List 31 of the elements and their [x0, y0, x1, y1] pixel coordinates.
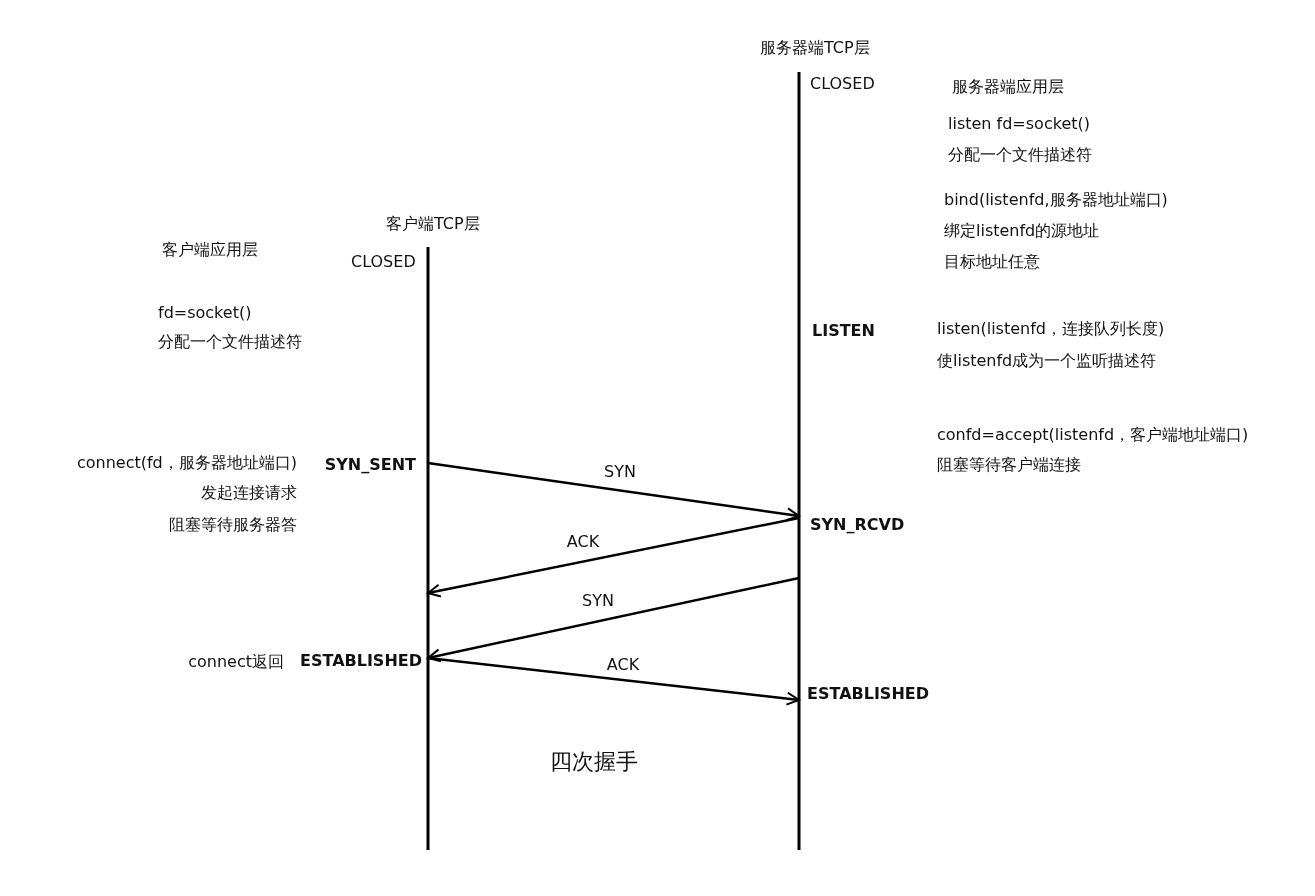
code-text: listen(listenfd，连接队列长度) — [937, 319, 1165, 339]
note-text: 分配一个文件描述符 — [948, 145, 1092, 165]
note-text: 阻塞等待客户端连接 — [937, 455, 1081, 475]
note-text: 分配一个文件描述符 — [158, 332, 302, 352]
code-text: fd=socket() — [158, 303, 252, 323]
arrow — [427, 461, 800, 522]
lifeline-title: 客户端TCP层 — [386, 214, 480, 234]
layer-title: 服务器端应用层 — [952, 77, 1064, 97]
note-text: 阻塞等待服务器答 — [169, 515, 297, 535]
arrow — [427, 576, 800, 663]
note-text: 绑定listenfd的源地址 — [944, 221, 1100, 241]
arrow — [427, 516, 800, 598]
state-label: CLOSED — [810, 74, 875, 94]
note-text: 发起连接请求 — [201, 483, 297, 503]
code-text: bind(listenfd,服务器地址端口) — [944, 190, 1168, 210]
state-label: SYN_RCVD — [810, 515, 905, 534]
code-text: listen fd=socket() — [948, 114, 1090, 134]
layer-title: 客户端应用层 — [162, 240, 258, 260]
state-label: CLOSED — [351, 252, 416, 272]
code-text: connect(fd，服务器地址端口) — [76, 453, 297, 473]
state-label: SYN_SENT — [324, 455, 416, 474]
note-text: connect返回 — [188, 652, 284, 672]
note-text: 使listenfd成为一个监听描述符 — [937, 351, 1157, 371]
state-label: LISTEN — [812, 321, 875, 341]
state-label: ESTABLISHED — [807, 684, 929, 703]
note-text: 目标地址任意 — [944, 252, 1040, 272]
state-label: ESTABLISHED — [300, 651, 422, 670]
lifeline-title: 服务器端TCP层 — [760, 38, 870, 58]
code-text: confd=accept(listenfd，客户端地址端口) — [937, 425, 1249, 445]
arrow — [427, 656, 800, 706]
caption: 四次握手 — [550, 752, 638, 772]
